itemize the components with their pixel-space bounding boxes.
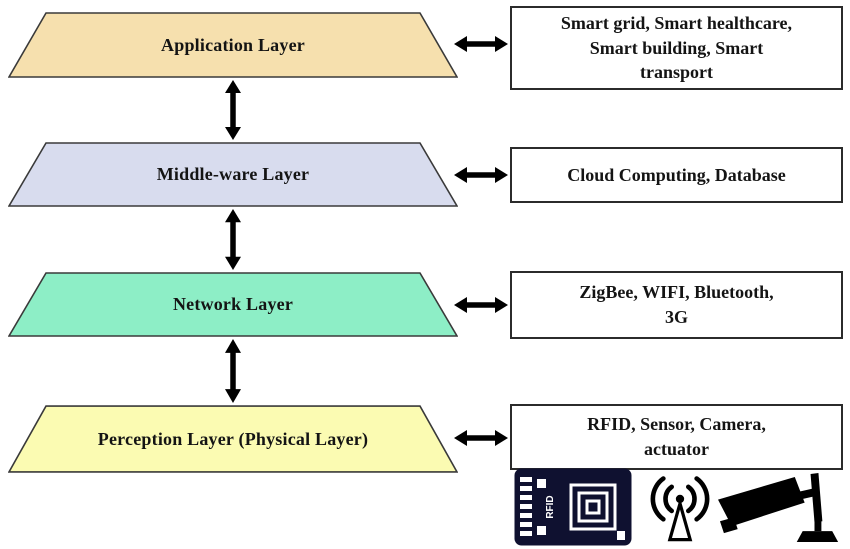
double-arrow-vertical-icon: [221, 80, 245, 140]
box-middleware-items: Cloud Computing, Database: [510, 147, 843, 203]
trapezoid-shape: [8, 142, 458, 207]
layer-application-label: Application Layer: [161, 34, 305, 55]
layer-application: Application Layer: [8, 12, 458, 78]
layer-middleware: Middle-ware Layer: [8, 142, 458, 207]
layer-perception: Perception Layer (Physical Layer): [8, 405, 458, 473]
double-arrow-horizontal-icon: [454, 427, 508, 449]
layer-network-label: Network Layer: [172, 294, 294, 314]
box-network-items: ZigBee, WIFI, Bluetooth, 3G: [510, 271, 843, 339]
trapezoid-shape: [8, 272, 458, 337]
double-arrow-vertical-icon: [221, 339, 245, 403]
layer-middleware-label: Middle-ware Layer: [156, 164, 310, 184]
double-arrow-horizontal-icon: [454, 164, 508, 186]
box-application-items: Smart grid, Smart healthcare, Smart buil…: [510, 6, 843, 90]
trapezoid-shape: [8, 12, 458, 78]
rfid-chip-icon: RFID: [512, 467, 634, 547]
cctv-camera-icon: [718, 470, 846, 544]
layer-perception-label: Perception Layer (Physical Layer): [97, 428, 369, 449]
layer-network: Network Layer: [8, 272, 458, 337]
double-arrow-horizontal-icon: [454, 294, 508, 316]
double-arrow-horizontal-icon: [454, 33, 508, 55]
trapezoid-shape: [8, 405, 458, 473]
wifi-signal-icon: [642, 473, 718, 547]
rfid-chip-label: RFID: [545, 495, 556, 518]
box-perception-items: RFID, Sensor, Camera, actuator: [510, 404, 843, 470]
double-arrow-vertical-icon: [221, 209, 245, 270]
